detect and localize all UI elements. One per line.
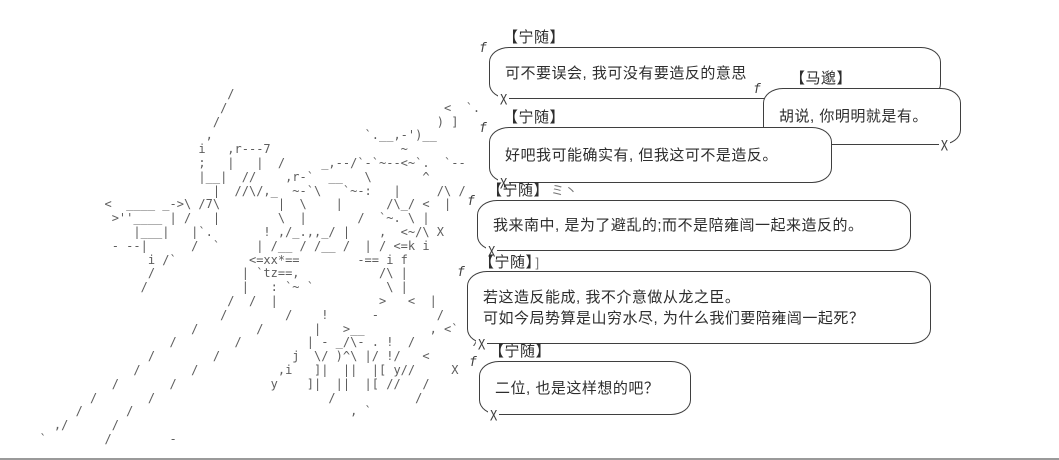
speech-balloon: 可不要误会, 我可没有要造反的意思	[478, 41, 941, 99]
speaker-label: 【宁随】ミ丶	[487, 183, 578, 199]
speaker-label: 【马邈】	[790, 71, 852, 87]
speech-balloon: 若这造反能成, 我不介意做从龙之臣。 可如今局势算是山穷水尽, 为什么我们要陪雍…	[456, 265, 931, 344]
speaker-decor: ミ丶	[551, 183, 579, 198]
dialogue-text: 我来南中, 是为了避乱的;而不是陪雍闿一起来造反的。	[493, 217, 864, 234]
speech-balloon: 二位, 也是这样想的吧？	[468, 355, 691, 415]
dialogue-text: 若这造反能成, 我不介意做从龙之臣。	[483, 288, 741, 306]
speaker-label: 【宁随】	[503, 30, 565, 46]
dialogue-text: 胡说, 你明明就是有。	[779, 108, 928, 125]
ascii-art: / / < `. / ) ] , `.__,-')__	[39, 87, 481, 446]
speaker-name: 【宁随】	[489, 343, 552, 360]
speaker-label: 【宁随】	[489, 344, 551, 360]
dialogue-text: 好吧我可能确实有, 但我这可不是造反。	[505, 146, 778, 164]
dialogue-text: 二位, 也是这样想的吧？	[495, 379, 660, 397]
speech-balloon: 好吧我可能确实有, 但我这可不是造反。	[478, 121, 832, 183]
dialogue-text: 可如今局势算是山穷水尽, 为什么我们要陪雍闿一起死？	[483, 309, 865, 327]
speaker-name: 【宁随】	[503, 29, 566, 46]
dialogue-text: 可不要误会, 我可没有要造反的意思	[505, 64, 747, 82]
speaker-label: 【宁随】	[503, 110, 565, 126]
speaker-name: 【宁随】	[479, 254, 534, 271]
speech-balloon: 我来南中, 是为了避乱的;而不是陪雍闿一起来造反的。	[466, 194, 911, 251]
speaker-name: 【宁随】	[503, 109, 566, 126]
speaker-decor: ]	[535, 255, 540, 270]
speaker-name: 【宁随】	[487, 182, 550, 199]
speaker-name: 【马邈】	[790, 70, 853, 87]
speaker-label: 【宁随】]	[479, 255, 540, 271]
speech-balloon: 胡说, 你明明就是有。	[752, 82, 961, 145]
